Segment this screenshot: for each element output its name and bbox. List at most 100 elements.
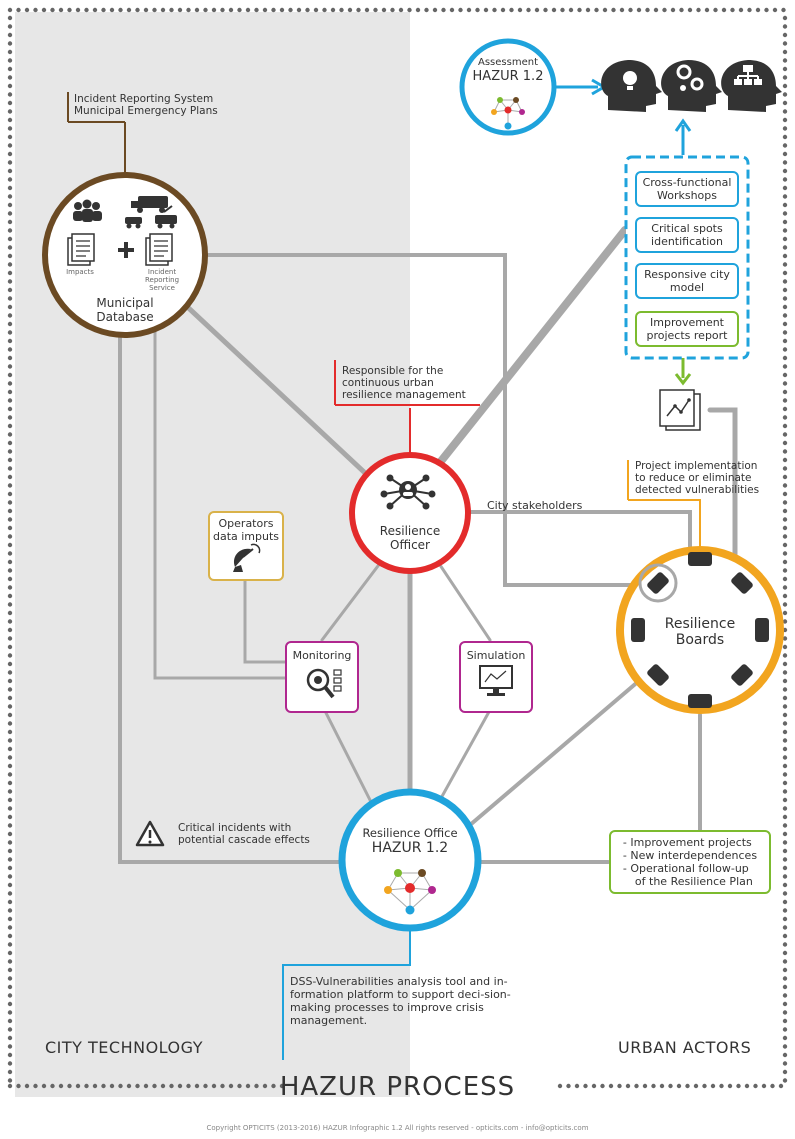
border-dot: [33, 7, 38, 13]
border-dot: [7, 678, 13, 684]
workshop-up-arrowhead: [674, 118, 692, 132]
report-down-arrowhead: [674, 373, 692, 386]
border-dot: [7, 1018, 13, 1024]
border-dot: [7, 202, 13, 208]
border-dot: [7, 236, 13, 242]
border-dot: [782, 916, 788, 922]
border-dot: [109, 7, 115, 13]
border-dot: [782, 151, 788, 157]
border-dot: [7, 585, 13, 590]
border-dot: [782, 338, 788, 344]
border-dot: [782, 661, 788, 667]
border-dot: [16, 1083, 21, 1089]
border-dot: [7, 211, 13, 216]
border-dot: [7, 831, 13, 837]
office-line1: Resilience Office: [362, 826, 458, 840]
border-dot: [782, 457, 788, 463]
border-dot: [169, 1083, 174, 1089]
border-dot: [288, 7, 293, 13]
border-dot: [782, 83, 788, 89]
border-dot: [41, 7, 47, 13]
project-note-line: detected vulnerabilities: [635, 484, 760, 496]
border-dot: [782, 797, 788, 803]
municipal-note-line: Incident Reporting System: [74, 93, 214, 105]
officer-note-line: Responsible for the: [342, 365, 444, 377]
border-dot: [254, 7, 259, 13]
municipal-label-line: Municipal: [96, 296, 154, 310]
border-dot: [7, 593, 13, 599]
border-dot: [782, 857, 788, 862]
border-dot: [782, 177, 788, 182]
border-dot: [7, 848, 13, 854]
head-gears-icon: [661, 60, 722, 112]
border-dot: [7, 661, 13, 667]
border-dot: [7, 721, 13, 726]
operators-box: Operators data imputs: [208, 511, 284, 581]
border-dot: [7, 100, 13, 106]
border-dot: [7, 32, 13, 38]
simulation-box: Simulation: [459, 641, 533, 713]
border-dot: [33, 1083, 38, 1089]
municipal-label-line: Database: [96, 310, 154, 324]
project-note-line: Project implementation: [635, 460, 758, 472]
border-dot: [58, 7, 64, 13]
border-dot: [7, 92, 13, 97]
border-dot: [143, 1083, 149, 1089]
officer-label-line: Officer: [390, 538, 430, 552]
border-dot: [782, 92, 788, 97]
incident-service-line: Incident Reporting: [144, 268, 180, 284]
border-dot: [782, 287, 788, 293]
border-dot: [782, 449, 788, 454]
border-dot: [67, 1083, 72, 1089]
border-dot: [186, 1083, 191, 1089]
border-dot: [782, 423, 788, 429]
improvement-item: - Improvement projects: [622, 836, 752, 849]
border-dot: [782, 1035, 788, 1041]
border-dot: [7, 398, 13, 403]
border-dot: [625, 1083, 631, 1089]
border-dot: [7, 797, 13, 803]
incident-service-label: Incident Reporting Service: [132, 268, 192, 292]
border-dot: [782, 58, 788, 63]
border-dot: [7, 857, 13, 862]
border-dot: [7, 925, 13, 930]
border-dot: [782, 372, 788, 378]
border-dot: [782, 882, 788, 888]
border-dot: [782, 355, 788, 361]
dss-note: DSS-Vulnerabilities analysis tool and in…: [290, 975, 511, 1027]
border-dot: [782, 738, 788, 743]
border-dot: [693, 1083, 699, 1089]
border-dot: [782, 950, 788, 956]
border-dot: [704, 7, 710, 13]
resilience-officer-circle: [349, 452, 471, 574]
border-dot: [782, 576, 788, 582]
border-dot: [7, 950, 13, 956]
border-dot: [203, 1083, 208, 1089]
boards-line1: Resilience: [664, 616, 736, 632]
border-dot: [782, 185, 788, 191]
border-dot: [373, 7, 378, 13]
border-dot: [782, 585, 788, 590]
border-dot: [7, 270, 13, 276]
border-dot: [782, 364, 788, 369]
border-dot: [782, 789, 788, 794]
border-dot: [7, 219, 13, 225]
border-dot: [583, 1083, 588, 1089]
border-dot: [782, 219, 788, 225]
critical-spots-box: Critical spots identification: [635, 217, 739, 253]
border-dot: [782, 296, 788, 301]
border-dot: [574, 1083, 580, 1089]
border-dot: [782, 321, 788, 327]
border-dot: [782, 942, 788, 947]
incident-document-icon: [145, 233, 173, 266]
border-dot: [782, 168, 788, 174]
border-dot: [782, 100, 788, 106]
border-dot: [770, 1083, 775, 1089]
border-dot: [557, 1083, 563, 1089]
border-dot: [782, 1010, 788, 1015]
critical-line: Critical incidents with: [178, 822, 292, 834]
municipal-note: Incident Reporting System Municipal Emer…: [74, 93, 218, 117]
border-dot: [475, 7, 480, 13]
border-dot: [220, 1083, 225, 1089]
